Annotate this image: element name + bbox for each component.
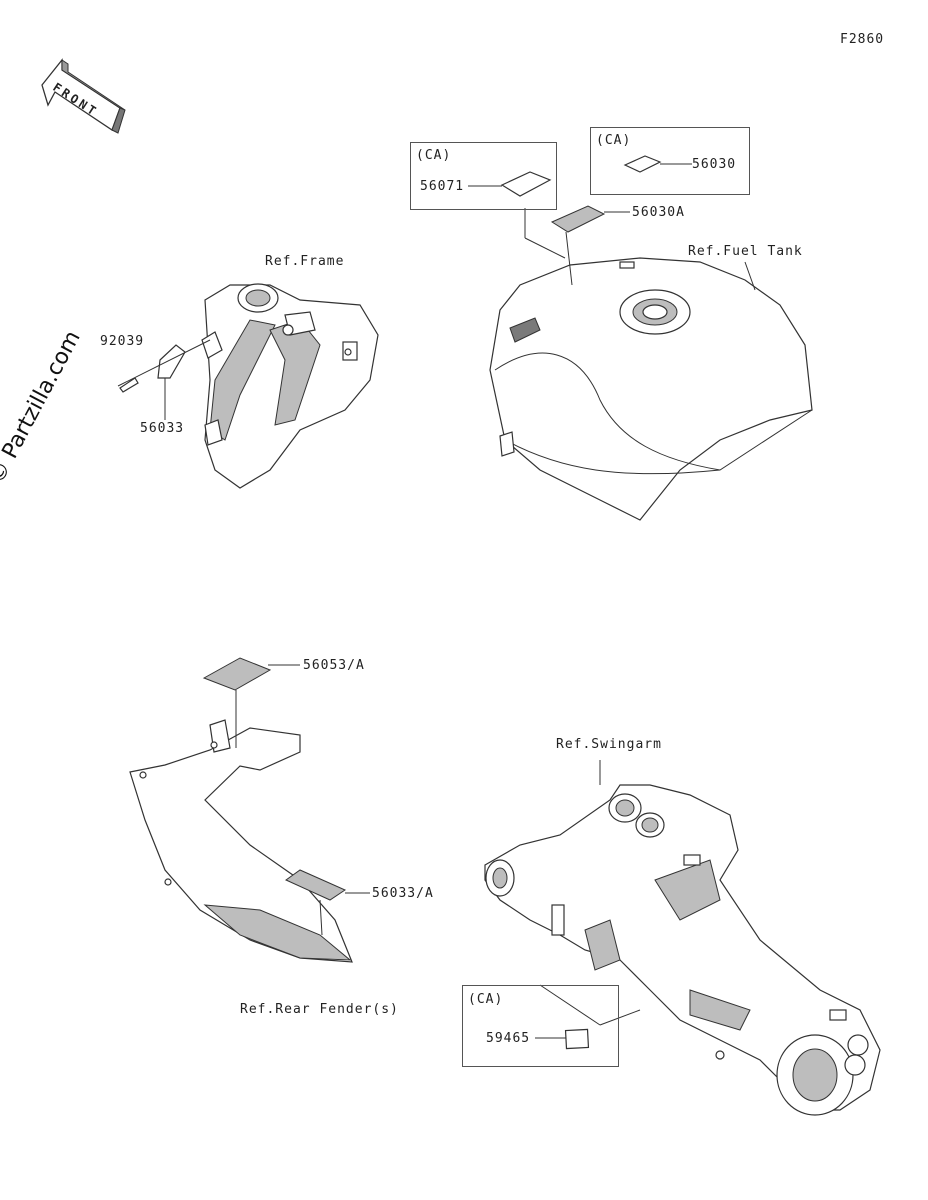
ca-box-59465 xyxy=(462,985,619,1067)
rear-fender-illustration xyxy=(129,657,370,963)
part-number-92039[interactable]: 92039 xyxy=(100,334,145,349)
part-number-56053A[interactable]: 56053/A xyxy=(303,658,365,673)
part-number-59465[interactable]: 59465 xyxy=(486,1031,531,1046)
ref-rear-fender-label: Ref.Rear Fender(s) xyxy=(240,1002,399,1017)
ca-box-56071 xyxy=(410,142,557,210)
fuel-tank-illustration xyxy=(468,155,813,521)
part-number-56030A[interactable]: 56030A xyxy=(632,205,685,220)
ref-fuel-tank-label: Ref.Fuel Tank xyxy=(688,244,803,259)
diagram-id: F2860 xyxy=(840,32,885,47)
part-number-56033[interactable]: 56033 xyxy=(140,421,185,436)
ca-label: (CA) xyxy=(416,148,452,163)
swingarm-illustration xyxy=(484,760,881,1116)
frame-illustration xyxy=(117,283,379,489)
ref-swingarm-label: Ref.Swingarm xyxy=(556,737,662,752)
ca-label: (CA) xyxy=(596,133,632,148)
ca-box-56030 xyxy=(590,127,750,195)
part-number-56071[interactable]: 56071 xyxy=(420,179,465,194)
part-number-56033A[interactable]: 56033/A xyxy=(372,886,434,901)
ref-frame-label: Ref.Frame xyxy=(265,254,345,269)
part-number-56030[interactable]: 56030 xyxy=(692,157,737,172)
ca-label: (CA) xyxy=(468,992,504,1007)
front-arrow-icon xyxy=(41,58,126,134)
